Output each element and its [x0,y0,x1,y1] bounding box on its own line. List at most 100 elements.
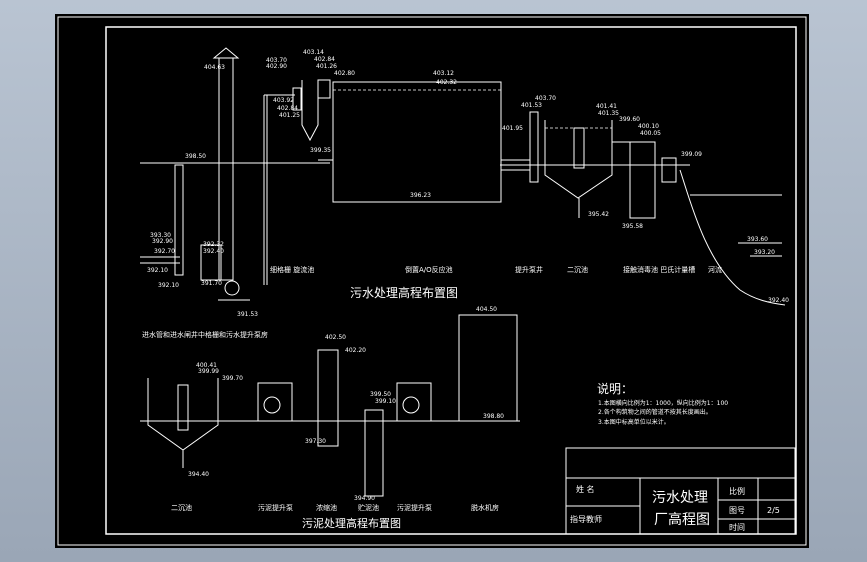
inner-border [105,26,797,535]
tb-advisor-label: 指导教师 [570,514,602,524]
unit-label-river: 河流 [708,265,722,274]
elev-label: 399.50 [370,391,391,398]
note-line-2: 2.各个构筑物之间的管道不按其长度画出。 [598,408,712,416]
unit-label-lift: 提升泵井 [515,265,543,274]
sludge-label-2: 污泥提升泵 [258,503,293,512]
elev-label: 395.42 [588,211,609,218]
sludge-label-6: 脱水机房 [471,503,499,512]
tb-date-label: 时间 [729,522,745,532]
sludge-pump-house-2 [396,382,432,422]
elev-label: 399.09 [681,151,702,158]
elev-label: 400.10 [638,123,659,130]
elev-label: 399.10 [375,398,396,405]
elev-label: 401.26 [316,63,337,70]
elev-label: 395.58 [622,223,643,230]
lift-pump [224,280,240,296]
elev-label: 401.53 [521,102,542,109]
elev-label: 391.53 [237,311,258,318]
screen-chamber [200,244,222,281]
elev-label: 403.70 [535,95,556,102]
elev-label: 403.70 [266,57,287,64]
aao-reactor [332,81,502,203]
elev-label: 393.60 [747,236,768,243]
title-sludge-profile: 污泥处理高程布置图 [302,516,401,530]
river-bank [679,169,786,306]
note-line-3: 3.本图中标高单位以米计。 [598,418,670,426]
sludge-tank [364,409,384,497]
elev-label: 394.40 [188,471,209,478]
elev-label: 402.32 [436,79,457,86]
elev-label: 398.50 [185,153,206,160]
note-line-1: 1.本图横向比例为1：1000，纵向比例为1：100 [598,399,728,407]
elev-label: 391.70 [201,280,222,287]
elev-label: 392.70 [154,248,175,255]
elev-label: 399.60 [619,116,640,123]
grit-chamber [301,80,319,142]
elev-label: 396.23 [410,192,431,199]
elev-label: 401.25 [279,112,300,119]
elev-label: 392.40 [203,248,224,255]
grit-channel [317,79,331,99]
pump-lift-well [529,111,539,183]
elev-label: 403.12 [433,70,454,77]
dewatering-house [458,314,518,422]
elev-label: 397.30 [305,438,326,445]
unit-label-grit: 细格栅 旋流池 [270,265,314,274]
sludge-pump-2 [402,396,420,414]
elev-label: 402.90 [266,63,287,70]
elev-label: 399.70 [222,375,243,382]
elev-label: 392.10 [158,282,179,289]
pump-house-shaft [218,57,234,281]
tb-drawing-no-label: 图号 [729,506,745,515]
fine-screen [292,87,302,111]
elev-label: 403.92 [273,97,294,104]
secondary-clarifier [544,120,613,199]
sludge-label-1: 二沉池 [171,503,192,512]
sludge-center-well [177,384,189,431]
elev-label: 398.80 [483,413,504,420]
elev-label: 402.84 [277,105,298,112]
elev-label: 402.84 [314,56,335,63]
title-sewage-profile: 污水处理高程布置图 [350,285,458,300]
sludge-label-5: 污泥提升泵 [397,503,432,512]
elev-label: 392.10 [147,267,168,274]
unit-label-inlet: 进水管和进水闸井中格栅和污水提升泵房 [142,330,268,339]
sludge-pump-1 [263,396,281,414]
elev-label: 393.20 [754,249,775,256]
elev-label: 392.90 [152,238,173,245]
tb-drawing-no-value: 2/5 [767,506,780,515]
elev-label: 402.50 [325,334,346,341]
elev-label: 392.40 [768,297,789,304]
sludge-pump-house-1 [257,382,293,422]
unit-label-secondary: 二沉池 [567,265,588,274]
elev-label: 399.35 [310,147,331,154]
elev-label: 393.30 [150,232,171,239]
outer-border [57,16,807,546]
sludge-label-4: 贮泥池 [358,503,379,512]
unit-label-uv: 接触消毒池 巴氏计量槽 [623,265,695,274]
thickener [317,349,339,447]
elev-label: 404.50 [476,306,497,313]
elev-label: 403.14 [303,49,324,56]
elev-label: 402.80 [334,70,355,77]
parshall-flume [661,157,677,183]
elev-label: 392.32 [203,241,224,248]
tb-name-label: 姓 名 [576,484,595,494]
drawing-sheet [55,14,809,548]
contact-tank [629,141,656,219]
elev-label: 401.35 [598,110,619,117]
tb-scale-label: 比例 [729,486,745,496]
sludge-label-3: 浓缩池 [316,503,337,512]
elev-label: 401.95 [502,125,523,132]
elev-label: 400.41 [196,362,217,369]
elev-label: 404.63 [204,64,225,71]
unit-label-aao: 倒置A/O反应池 [405,265,453,274]
title-block [565,447,796,535]
elev-label: 401.41 [596,103,617,110]
tb-drawing-title-1: 污水处理 [652,490,708,506]
elev-label: 400.05 [640,130,661,137]
elev-label: 394.90 [354,495,375,502]
clarifier-center-well [573,127,585,169]
notes-heading: 说明： [597,381,633,396]
